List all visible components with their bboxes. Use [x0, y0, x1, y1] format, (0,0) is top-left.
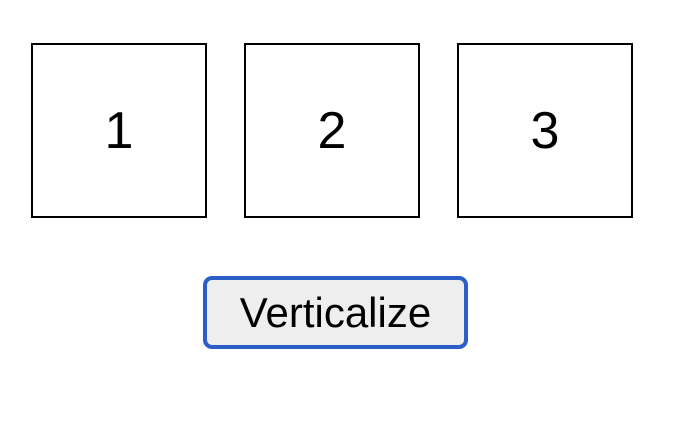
verticalize-button[interactable]: Verticalize: [203, 276, 468, 349]
box-2: 2: [244, 43, 420, 218]
box-row: 1 2 3: [31, 43, 633, 218]
box-1: 1: [31, 43, 207, 218]
box-1-label: 1: [104, 101, 134, 160]
box-2-label: 2: [317, 101, 347, 160]
box-3-label: 3: [530, 101, 560, 160]
box-3: 3: [457, 43, 633, 218]
